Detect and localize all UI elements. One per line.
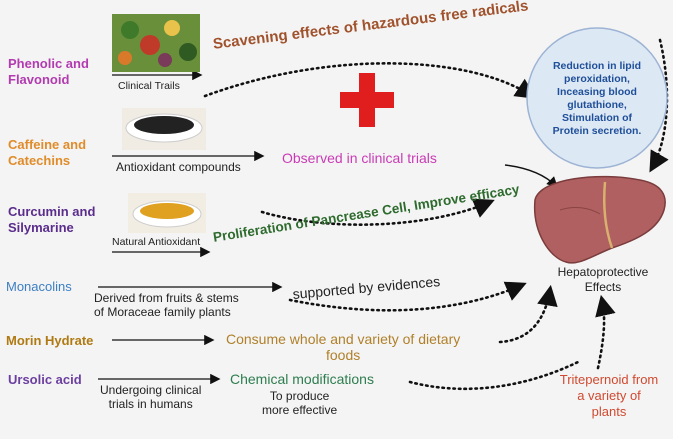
compound-caffeine-line2: Catechins [8, 153, 71, 168]
compound-monacolins: Monacolins [6, 279, 72, 294]
compound-phenolic-line1: Phenolic and [8, 56, 89, 71]
effect-triterpenoid: Tritepernoid from a variety of plants [554, 372, 664, 420]
outcome-line1: Hepatoprotective [557, 265, 649, 279]
dotted-arrow-supported [288, 281, 527, 312]
turmeric-bowl-image [128, 193, 206, 233]
effect-produce: To produce more effective [262, 389, 337, 417]
effect-consume: Consume whole and variety of dietary foo… [226, 331, 460, 363]
label-undergoing-line1: Undergoing clinical [100, 383, 202, 397]
circle-line1: Reduction in lipid [552, 60, 642, 72]
circle-line2: peroxidation, [564, 73, 630, 85]
compound-curcumin-line2: Silymarine [8, 220, 74, 235]
compound-ursolic: Ursolic acid [8, 372, 82, 387]
dotted-arrow-chemical [408, 360, 580, 391]
dotted-arrow-consume [498, 284, 558, 344]
label-natural-antioxidant: Natural Antioxidant [112, 236, 201, 248]
effect-triterpenoid-line2: a variety of [577, 388, 641, 403]
circle-line6: Protein secretion. [552, 125, 642, 137]
vegetables-image [112, 14, 200, 72]
compound-caffeine: Caffeine and Catechins [8, 137, 86, 169]
label-derived-line2: of Moraceae family plants [94, 305, 231, 319]
label-undergoing: Undergoing clinical trials in humans [100, 383, 201, 411]
compound-phenolic: Phenolic and Flavonoid [8, 56, 89, 88]
dotted-arrow-triterpenoid [595, 294, 616, 370]
dotted-arrow-circle-to-liver [649, 38, 669, 173]
compound-curcumin: Curcumin and Silymarine [8, 204, 95, 236]
circle-text: Reduction in lipid peroxidation, Inceasi… [534, 60, 660, 138]
compound-phenolic-line2: Flavonoid [8, 72, 70, 87]
medical-cross-icon [340, 73, 394, 127]
compound-curcumin-line1: Curcumin and [8, 204, 96, 219]
dotted-arrow-proliferation [260, 198, 495, 226]
circle-line4: glutathione, [567, 99, 627, 111]
effect-triterpenoid-line3: plants [591, 404, 627, 419]
effect-triterpenoid-line1: Tritepernoid from [559, 372, 659, 387]
effect-chemical: Chemical modifications [230, 371, 374, 387]
label-clinical-trails: Clinical Trails [118, 80, 180, 92]
compound-morin: Morin Hydrate [6, 333, 94, 348]
outcome-label: Hepatoprotective Effects [548, 265, 658, 295]
effect-consume-line1: Consume whole and variety of dietary [226, 331, 461, 347]
outcome-circle [526, 27, 668, 169]
effect-produce-line1: To produce [269, 389, 330, 403]
circle-line3: Inceasing blood [557, 86, 637, 98]
effect-consume-line2: foods [325, 347, 361, 363]
label-undergoing-line2: trials in humans [108, 397, 193, 411]
label-derived-line1: Derived from fruits & stems [94, 291, 239, 305]
effect-observed: Observed in clinical trials [282, 150, 437, 166]
label-antioxidant-compounds: Antioxidant compounds [116, 160, 241, 174]
effect-produce-line2: more effective [262, 403, 338, 417]
dotted-arrow-scavenging [203, 62, 537, 99]
circle-line5: Stimulation of [562, 112, 632, 124]
compound-caffeine-line1: Caffeine and [8, 137, 87, 152]
liver-icon [533, 175, 666, 264]
outcome-line2: Effects [584, 280, 622, 294]
black-tea-bowl-image [122, 108, 206, 150]
label-derived: Derived from fruits & stems of Moraceae … [94, 291, 239, 319]
